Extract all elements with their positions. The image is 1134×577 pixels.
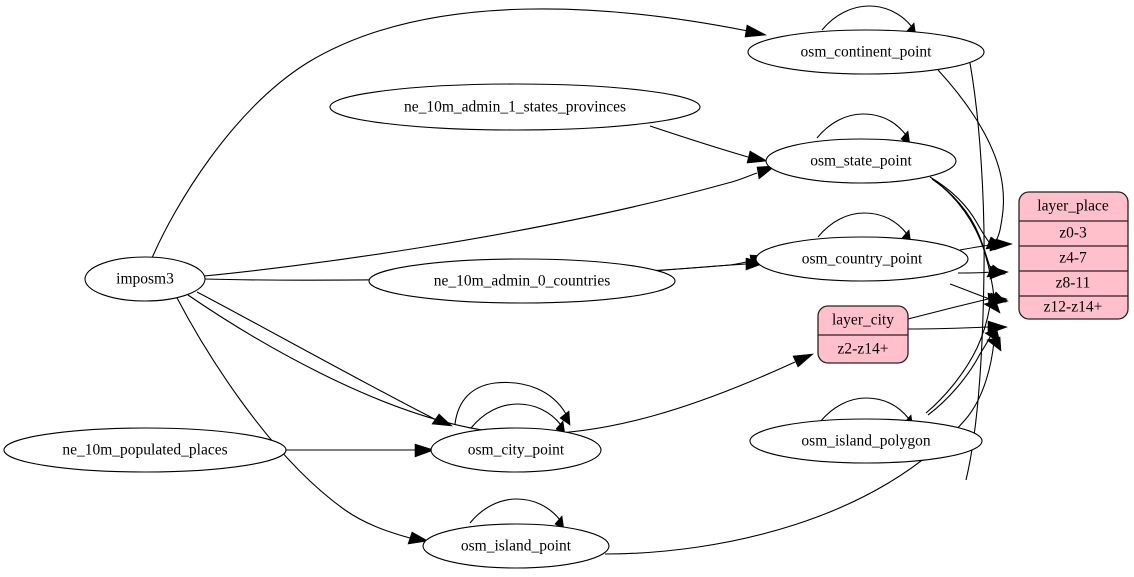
- node-ne-10m-admin-1-states-provinces[interactable]: ne_10m_admin_1_states_provinces: [329, 83, 701, 131]
- edge-osm-island-point-to-layer-place-z12-z14: [604, 336, 1002, 555]
- edge-osm-country-point-to-layer-place-z4-7: [957, 265, 1009, 280]
- node-osm-island-point-label: osm_island_point: [461, 538, 572, 555]
- edge-osm-city-point-outer-loop: [454, 381, 571, 426]
- record-nodes-layer: layer_place z0-3 z4-7 z8-11 z12-z14+ lay…: [817, 191, 1129, 364]
- node-osm-city-point-label: osm_city_point: [468, 442, 565, 459]
- node-ne-10m-populated-places[interactable]: ne_10m_populated_places: [3, 427, 287, 473]
- record-node-layer-city[interactable]: layer_city z2-z14+: [817, 305, 909, 364]
- record-layer-place-header: layer_place: [1037, 198, 1109, 215]
- edge-osm-island-polygon-to-layer-place-z12-z14: [927, 329, 1001, 416]
- node-osm-continent-point-label: osm_continent_point: [801, 44, 933, 61]
- record-layer-place-row-z8-11[interactable]: z8-11: [1056, 275, 1091, 292]
- node-osm-island-point[interactable]: osm_island_point: [422, 523, 610, 569]
- record-layer-city-row-z2-z14[interactable]: z2-z14+: [838, 341, 889, 358]
- node-imposm3[interactable]: imposm3: [84, 256, 206, 302]
- node-imposm3-label: imposm3: [116, 271, 174, 288]
- edge-ne-places-to-osm-city-point: [284, 443, 435, 458]
- record-layer-city-header: layer_city: [832, 312, 894, 329]
- edge-osm-country-point-to-layer-place-z0-3: [959, 238, 1009, 252]
- edge-imposm3-to-osm-state-point: [203, 165, 776, 277]
- record-node-layer-place[interactable]: layer_place z0-3 z4-7 z8-11 z12-z14+: [1018, 191, 1129, 320]
- node-osm-island-polygon-label: osm_island_polygon: [801, 433, 930, 450]
- edge-imposm3-to-osm-island-point: [175, 295, 429, 545]
- edge-ne-states-to-osm-state-point: [649, 125, 768, 164]
- edge-imposm3-to-osm-city-point: [196, 291, 453, 427]
- edge-layer-city-to-layer-place-z12-z14: [907, 320, 1008, 335]
- edge-imposm3-to-layer-city: [187, 294, 814, 435]
- node-ne-places-label: ne_10m_populated_places: [62, 442, 227, 459]
- node-osm-city-point[interactable]: osm_city_point: [430, 427, 602, 473]
- record-layer-place-row-z12-z14[interactable]: z12-z14+: [1044, 299, 1103, 316]
- node-osm-island-polygon[interactable]: osm_island_polygon: [749, 418, 983, 464]
- node-osm-country-point-label: osm_country_point: [802, 251, 923, 268]
- record-layer-place-row-z4-7[interactable]: z4-7: [1059, 250, 1087, 267]
- ellipse-nodes-layer: imposm3 ne_10m_admin_1_states_provinces …: [3, 29, 985, 569]
- node-osm-continent-point[interactable]: osm_continent_point: [747, 29, 985, 75]
- node-osm-state-point[interactable]: osm_state_point: [765, 138, 957, 184]
- edge-imposm3-to-osm-continent-point: [151, 8, 768, 259]
- edges-layer: [151, 5, 1013, 555]
- node-ne-countries-label: ne_10m_admin_0_countries: [434, 273, 611, 290]
- record-layer-place-row-z0-3[interactable]: z0-3: [1059, 225, 1087, 242]
- node-osm-country-point[interactable]: osm_country_point: [755, 236, 969, 282]
- edge-osm-continent-point-long-route: [965, 62, 985, 481]
- edge-osm-island-polygon-to-layer-place-z8-11: [925, 300, 1001, 414]
- node-ne-states-label: ne_10m_admin_1_states_provinces: [404, 99, 626, 116]
- node-osm-state-point-label: osm_state_point: [810, 153, 912, 170]
- edge-ne-countries-to-osm-country-point: [642, 257, 766, 273]
- node-ne-10m-admin-0-countries[interactable]: ne_10m_admin_0_countries: [368, 258, 676, 304]
